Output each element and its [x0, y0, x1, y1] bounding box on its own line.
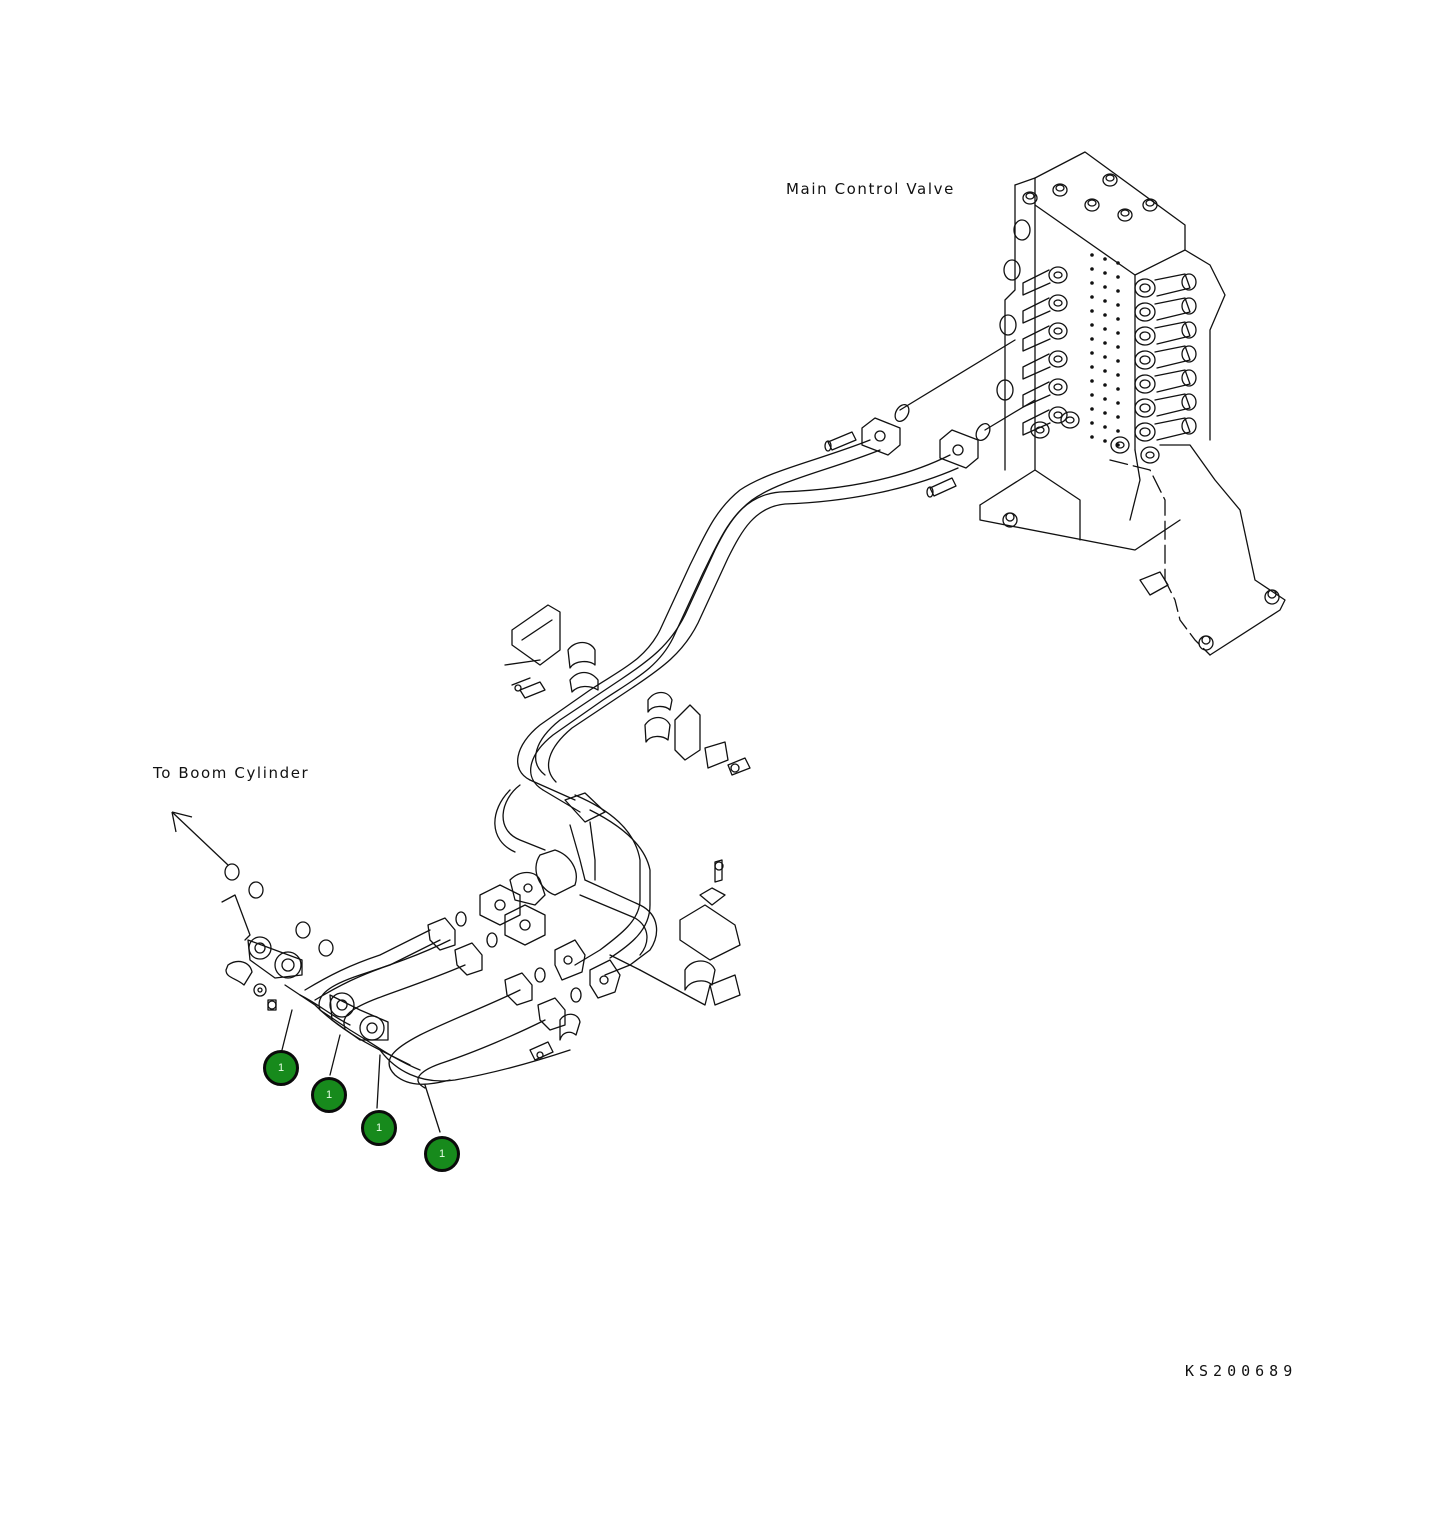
callout-part-1-d[interactable]: 1 [424, 1136, 460, 1172]
callout-part-1-b[interactable]: 1 [311, 1077, 347, 1113]
pipe-fittings[interactable] [427, 871, 621, 1061]
flange-lower-left[interactable] [225, 936, 389, 1041]
flange-upper[interactable] [861, 417, 901, 456]
main-control-valve[interactable] [979, 151, 1286, 656]
o-rings [224, 863, 334, 957]
o-ring [894, 403, 910, 423]
clamp-bracket-upper[interactable] [504, 604, 599, 699]
arrow-to-boom-cylinder [171, 811, 229, 866]
leader-line-lower [984, 399, 1036, 431]
flange-lower[interactable] [939, 429, 979, 469]
drawing-code-label: KS200689 [1185, 1362, 1298, 1380]
clamp-bracket-lower[interactable] [609, 859, 741, 1006]
leader-bracket [221, 894, 251, 941]
callout-leaders [281, 1009, 441, 1133]
callout-part-1-a[interactable]: 1 [263, 1050, 299, 1086]
to-boom-cylinder-label: To Boom Cylinder [153, 764, 310, 782]
hydraulic-pipes[interactable] [284, 439, 959, 1089]
main-control-valve-label: Main Control Valve [786, 180, 955, 198]
leader-line-upper [899, 339, 1016, 411]
bolt[interactable] [824, 431, 957, 498]
clamp-bracket-middle[interactable] [644, 691, 751, 776]
callout-part-1-c[interactable]: 1 [361, 1110, 397, 1146]
